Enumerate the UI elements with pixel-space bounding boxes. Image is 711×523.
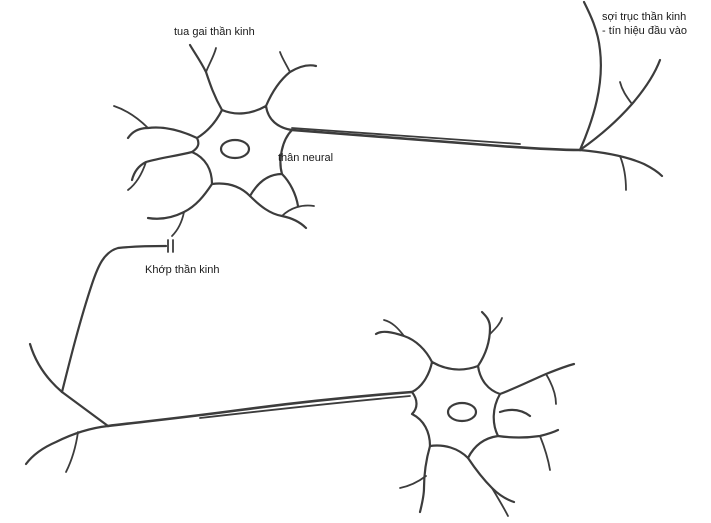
lower-axon xyxy=(106,390,414,428)
lower-nucleus xyxy=(446,401,478,423)
upper-axon-inner xyxy=(291,127,521,145)
upper-neuron xyxy=(113,0,664,237)
lower-dendrite-5a xyxy=(491,487,509,517)
lower-dendrite-2 xyxy=(476,310,492,368)
lower-dendrite-3a xyxy=(545,373,557,405)
upper-dendrite-6a xyxy=(281,204,315,217)
lower-terminal-1 xyxy=(28,342,110,428)
label-dendrite: tua gai thần kinh xyxy=(174,26,255,38)
upper-dendrite-4a xyxy=(171,211,185,237)
lower-dendrite-4a xyxy=(539,435,551,471)
upper-dendrite-7 xyxy=(280,172,300,208)
lower-axon-inner xyxy=(199,395,411,419)
label-synapse: Khớp thần kinh xyxy=(145,264,220,276)
lower-dendrite-6 xyxy=(418,444,432,514)
lower-terminal-2 xyxy=(24,424,110,466)
upper-dendrite-4 xyxy=(146,182,214,220)
upper-soma xyxy=(190,104,294,198)
lower-dendrite-2a xyxy=(489,317,503,335)
lower-dendrite-5 xyxy=(466,456,516,504)
upper-terminal-2 xyxy=(578,148,664,178)
upper-dendrite-2 xyxy=(126,126,199,140)
label-axon-line-1: sợi trục thần kinh xyxy=(602,11,687,23)
label-axon: sợi trục thần kinh - tín hiệu đầu vào xyxy=(602,10,687,38)
upper-nucleus xyxy=(219,138,251,160)
upper-terminal-1a xyxy=(619,81,633,105)
lower-dendrite-3 xyxy=(498,362,576,396)
upper-dendrite-5a xyxy=(279,51,291,73)
synaptic-branch xyxy=(60,244,168,394)
upper-dendrite-1 xyxy=(188,43,224,112)
lower-soma xyxy=(410,360,502,460)
label-soma: thân neural xyxy=(278,152,334,164)
connecting-axon xyxy=(60,239,174,394)
upper-dendrite-2a xyxy=(113,105,149,129)
upper-dendrite-1a xyxy=(205,47,217,73)
upper-terminal-2a xyxy=(619,155,627,191)
upper-terminal-3 xyxy=(578,0,602,152)
lower-dendrite-1a xyxy=(383,319,405,337)
lower-neuron xyxy=(24,310,576,517)
upper-axon xyxy=(290,128,582,152)
label-axon-line-2: - tín hiệu đầu vào xyxy=(602,25,688,37)
lower-dendrite-4 xyxy=(496,428,560,439)
upper-dendrite-3a xyxy=(127,161,147,191)
upper-dendrite-5 xyxy=(264,64,318,108)
lower-dendrite-7 xyxy=(498,408,532,418)
upper-terminal-1 xyxy=(578,58,662,152)
lower-dendrite-6a xyxy=(399,475,427,489)
lower-terminal-2a xyxy=(65,431,79,473)
